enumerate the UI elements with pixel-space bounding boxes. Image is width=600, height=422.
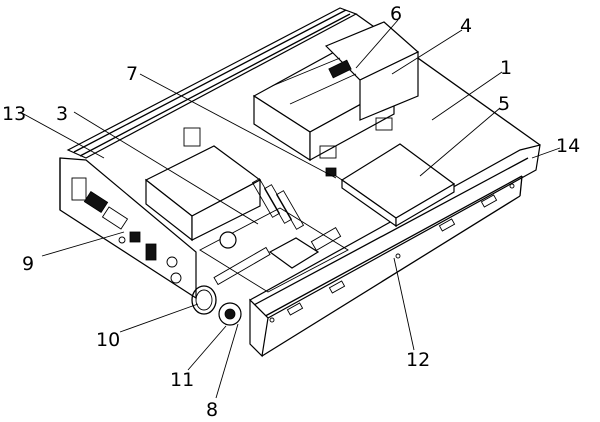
fan-unit	[252, 21, 420, 162]
callout-14: 14	[556, 135, 580, 157]
callout-9: 9	[22, 253, 34, 275]
callout-8: 8	[206, 399, 218, 421]
hard-disk	[325, 143, 456, 228]
callout-5: 5	[498, 93, 510, 115]
callout-10: 10	[96, 329, 120, 351]
callout-13: 13	[2, 103, 26, 125]
chassis-tray	[59, 7, 541, 358]
callout-1: 1	[500, 57, 512, 79]
callout-3: 3	[56, 103, 68, 125]
motherboard	[199, 178, 349, 293]
callout-11: 11	[170, 369, 194, 391]
callout-12: 12	[406, 349, 430, 371]
callout-4: 4	[460, 15, 472, 37]
power-supply	[144, 127, 262, 242]
callout-7: 7	[126, 63, 138, 85]
callout-6: 6	[390, 3, 402, 25]
power-switch	[191, 285, 242, 326]
callout-labels: 13 3 7 6 4 1 5 14 9 10 11 8 12	[2, 3, 580, 421]
io-panel	[71, 177, 182, 284]
leader-lines	[19, 19, 561, 399]
